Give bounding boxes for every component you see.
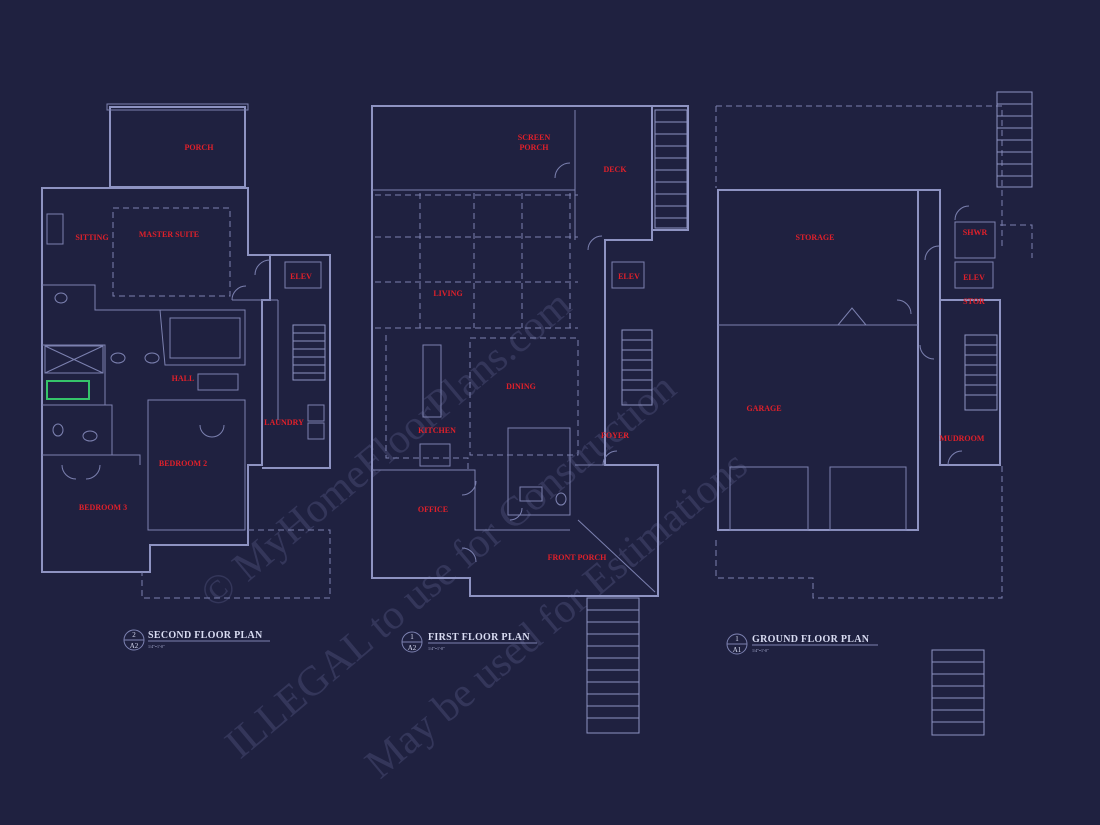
plan-title-second-text: SECOND FLOOR PLAN: [148, 630, 263, 641]
ground-floor-plan: STORAGE SHWR ELEV STOR GARAGE MUDROOM: [715, 91, 1033, 736]
plan-sheet-ground: A1: [733, 646, 742, 654]
room-label-foyer: FOYER: [601, 431, 629, 440]
room-label-kitchen: KITCHEN: [418, 426, 456, 435]
room-label-office: OFFICE: [418, 505, 448, 514]
room-label-bedroom-3: BEDROOM 3: [79, 503, 127, 512]
second-floor-plan: PORCH SITTING MASTER SUITE ELEV HALL LAU…: [41, 103, 331, 599]
plan-number-ground: 1: [735, 635, 739, 643]
room-label-porch: PORCH: [185, 143, 215, 152]
room-label-screen-porch: PORCH: [520, 143, 550, 152]
room-label-elev: ELEV: [290, 272, 312, 281]
plan-title-second: 2 A2 SECOND FLOOR PLAN 1/4"=1'-0": [123, 629, 270, 651]
room-label-mudroom: MUDROOM: [940, 434, 985, 443]
room-label-screen: SCREEN: [518, 133, 551, 142]
plan-scale-first: 1/4"=1'-0": [428, 646, 445, 651]
plan-scale-ground: 1/4"=1'-0": [752, 648, 769, 653]
room-label-elev-first: ELEV: [618, 272, 640, 281]
plan-title-first-text: FIRST FLOOR PLAN: [428, 632, 530, 643]
first-floor-plan: SCREEN PORCH DECK ELEV LIVING DINING KIT…: [371, 105, 689, 734]
room-label-bedroom-2: BEDROOM 2: [159, 459, 207, 468]
plan-title-ground: 1 A1 GROUND FLOOR PLAN 1/4"=1'-0": [726, 633, 878, 655]
plan-sheet-second: A2: [130, 642, 139, 650]
room-label-garage: GARAGE: [746, 404, 781, 413]
room-label-laundry: LAUNDRY: [264, 418, 304, 427]
room-label-hall: HALL: [172, 374, 195, 383]
room-label-sitting: SITTING: [75, 233, 108, 242]
room-label-master-suite: MASTER SUITE: [139, 230, 199, 239]
room-label-living: LIVING: [433, 289, 462, 298]
plan-title-ground-text: GROUND FLOOR PLAN: [752, 634, 870, 645]
plan-scale-second: 1/4"=1'-0": [148, 644, 165, 649]
room-label-stor: STOR: [963, 297, 985, 306]
room-label-storage: STORAGE: [796, 233, 835, 242]
watermark: © MyHomeFloorPlans.com ILLEGAL to use fo…: [192, 281, 757, 787]
room-label-shwr: SHWR: [963, 228, 988, 237]
room-label-front-porch: FRONT PORCH: [548, 553, 608, 562]
plan-title-first: 1 A2 FIRST FLOOR PLAN 1/4"=1'-0": [401, 631, 537, 653]
room-label-dining: DINING: [506, 382, 536, 391]
plan-number-second: 2: [132, 631, 136, 639]
room-label-deck: DECK: [603, 165, 627, 174]
room-label-elev-ground: ELEV: [963, 273, 985, 282]
plan-number-first: 1: [410, 633, 414, 641]
plan-sheet-first: A2: [408, 644, 417, 652]
